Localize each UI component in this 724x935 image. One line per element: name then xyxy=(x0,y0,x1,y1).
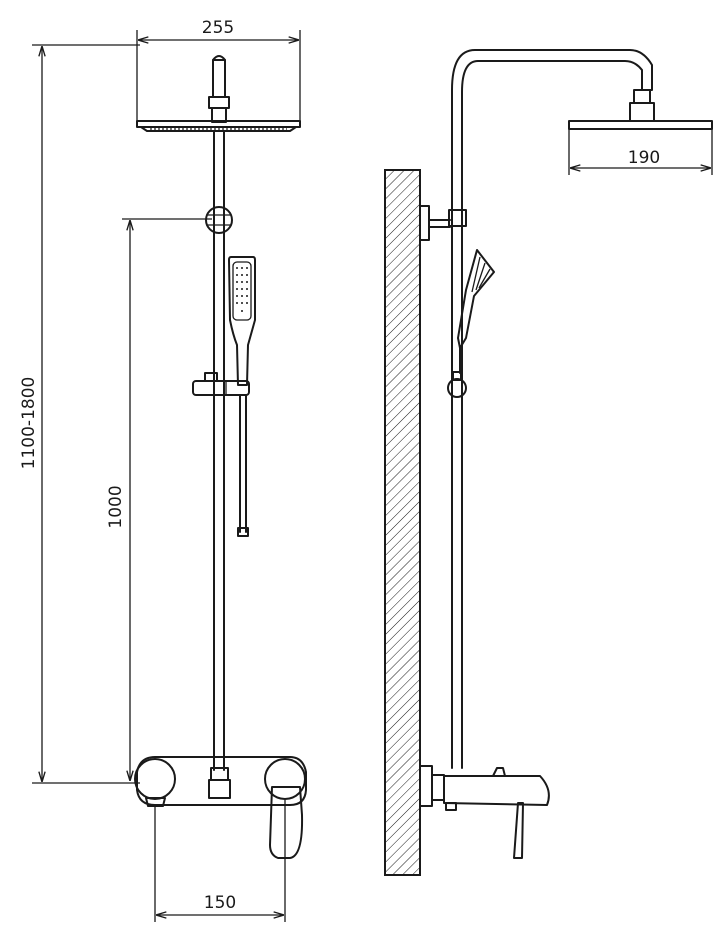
side-wall-bracket xyxy=(419,205,467,241)
side-riser-arm xyxy=(451,49,653,769)
side-view: 190 xyxy=(384,49,713,876)
shower-hose xyxy=(237,394,249,537)
head-width-label: 255 xyxy=(202,18,234,38)
side-slider xyxy=(447,371,467,398)
slider-holder xyxy=(192,372,250,396)
mixer-valve xyxy=(134,756,307,859)
overhead-shower-head xyxy=(136,55,301,132)
total-height-label: 1100-1800 xyxy=(19,377,39,470)
inlet-spacing-dimension: 150 xyxy=(154,800,286,922)
side-shower-head: 190 xyxy=(568,89,713,175)
inlet-spacing-label: 150 xyxy=(204,893,236,913)
head-width-dimension: 255 xyxy=(136,18,301,125)
side-hand-shower xyxy=(457,249,495,374)
front-view: 255 xyxy=(19,18,307,922)
wall-section xyxy=(384,169,421,876)
riser-pipe xyxy=(213,130,225,771)
total-height-dimension: 1100-1800 xyxy=(19,44,140,784)
side-head-width-label: 190 xyxy=(628,148,660,168)
side-mixer xyxy=(419,765,550,859)
wall-bracket xyxy=(205,206,233,234)
bracket-height-dimension: 1000 xyxy=(106,218,212,780)
bracket-height-label: 1000 xyxy=(106,485,126,528)
hand-shower xyxy=(228,256,256,386)
